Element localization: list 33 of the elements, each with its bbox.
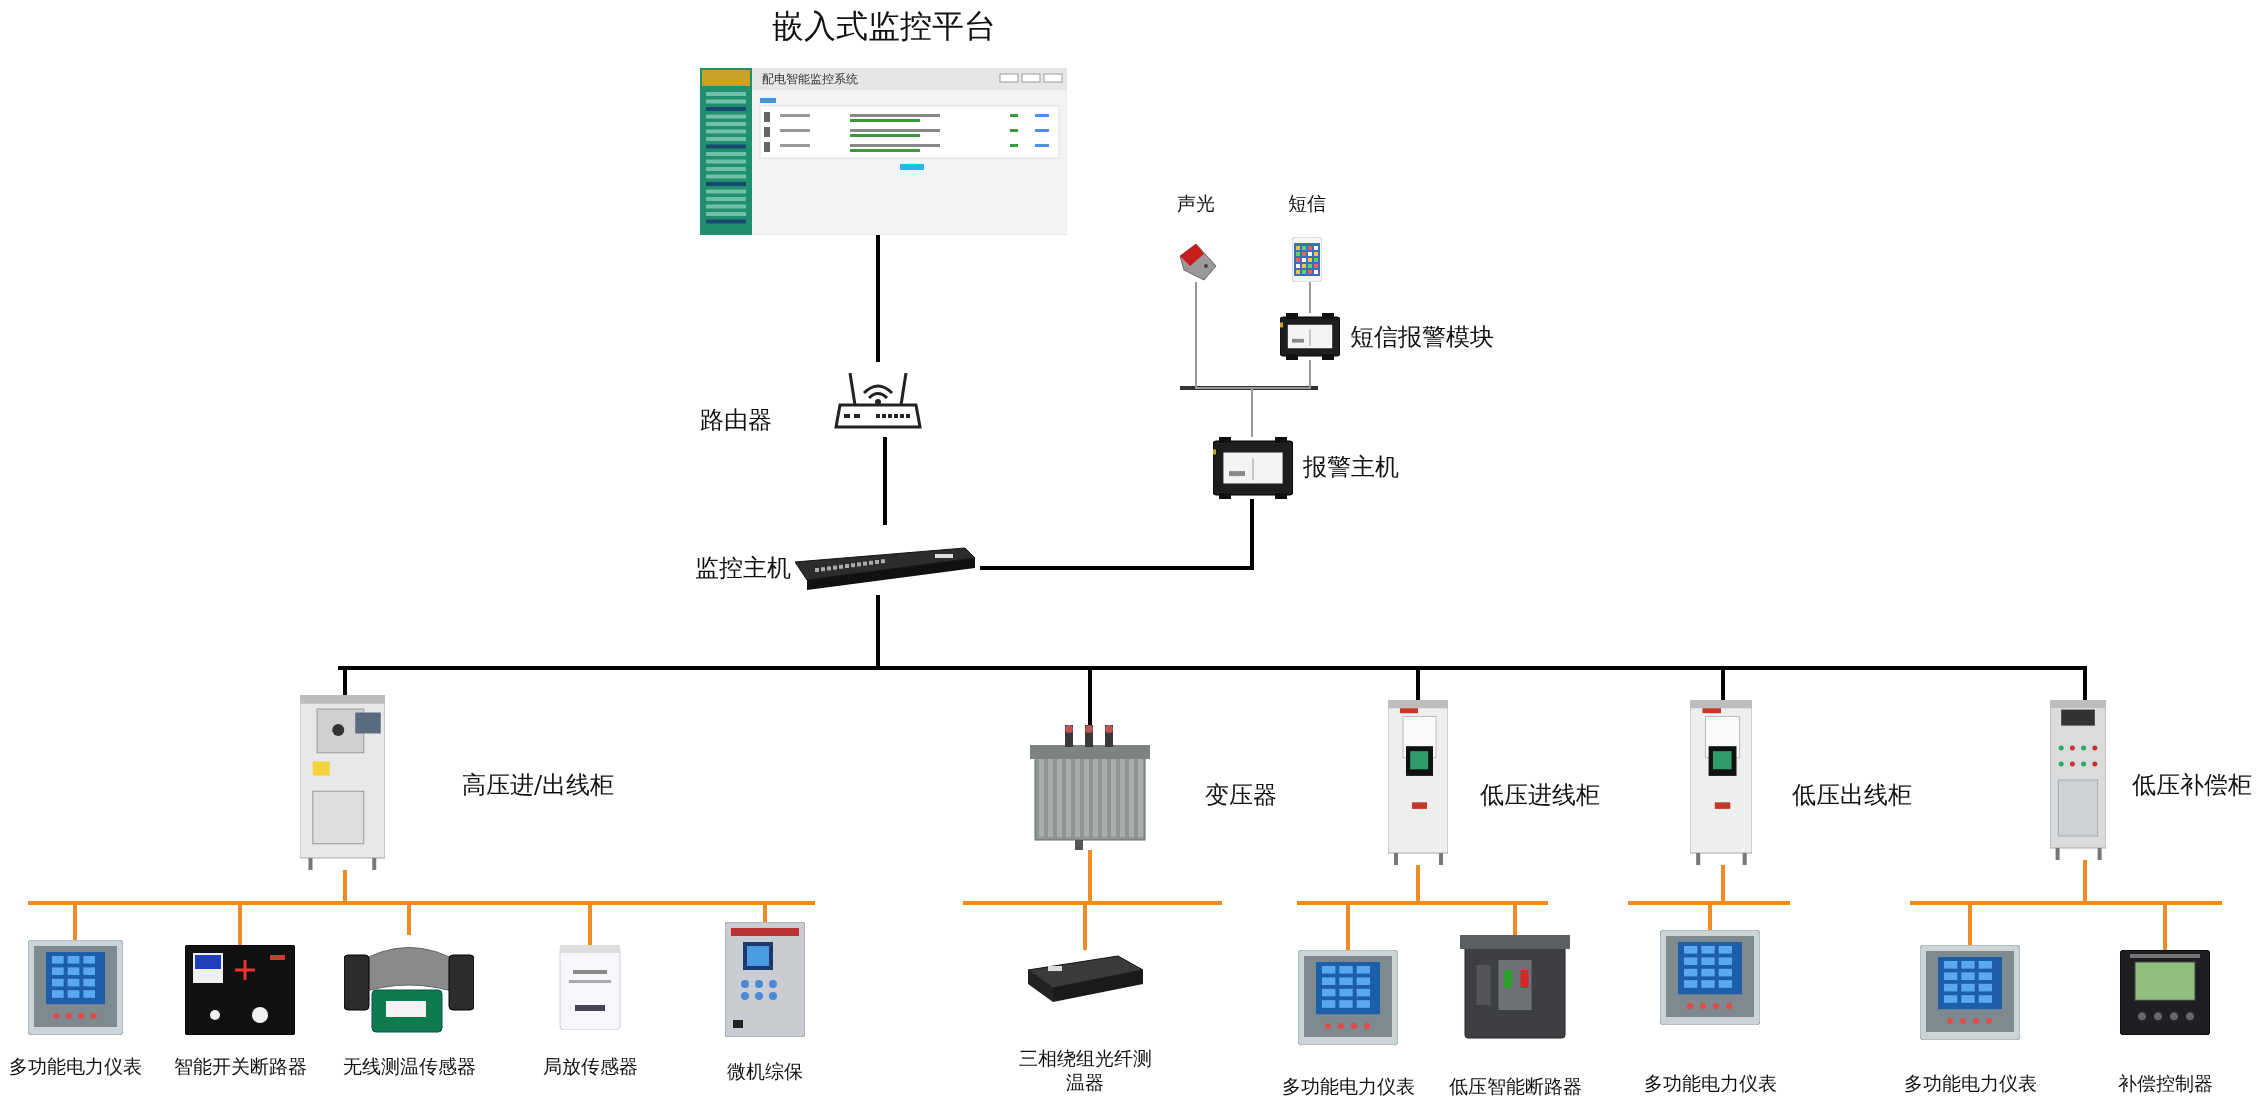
connector-line: [883, 437, 887, 525]
connector-line: [876, 235, 880, 362]
device-label: 低压进线柜: [1480, 780, 1601, 810]
connector-line: [876, 595, 2087, 700]
connector-line: [1251, 359, 1311, 438]
device-label: 智能开关断路器: [172, 1055, 308, 1079]
device-label: 短信报警模块: [1350, 322, 1495, 352]
device-label: 路由器: [700, 405, 773, 435]
connector-line: [980, 499, 1254, 570]
device-label: 三相绕组光纤测温器: [1017, 1047, 1153, 1095]
connector-line: [1708, 865, 1725, 930]
connector-line: [2083, 860, 2167, 950]
device-label: 监控主机: [695, 553, 792, 583]
device-label: 补偿控制器: [2116, 1072, 2214, 1096]
device-label: 变压器: [1205, 780, 1278, 810]
device-label: 多功能电力仪表: [7, 1055, 143, 1079]
screen-title: 配电智能监控系统: [762, 72, 858, 87]
device-label: 无线测温传感器: [341, 1055, 477, 1079]
device-label: 低压补偿柜: [2132, 770, 2253, 800]
device-label: 多功能电力仪表: [1642, 1072, 1778, 1096]
device-label: 低压出线柜: [1792, 780, 1913, 810]
connector-line: [1309, 281, 1311, 314]
device-label: 低压智能断路器: [1447, 1075, 1583, 1099]
connector-line: [1083, 850, 1092, 950]
device-label: 多功能电力仪表: [1902, 1072, 2038, 1096]
device-label: 微机综保: [726, 1060, 804, 1084]
device-label: 声光: [1176, 192, 1216, 216]
device-label: 高压进/出线柜: [462, 770, 616, 800]
device-label: 报警主机: [1303, 452, 1400, 482]
platform-title: 嵌入式监控平台: [770, 6, 997, 46]
device-label: 短信: [1287, 192, 1327, 216]
device-label: 多功能电力仪表: [1280, 1075, 1416, 1099]
device-label: 局放传感器: [541, 1055, 639, 1079]
